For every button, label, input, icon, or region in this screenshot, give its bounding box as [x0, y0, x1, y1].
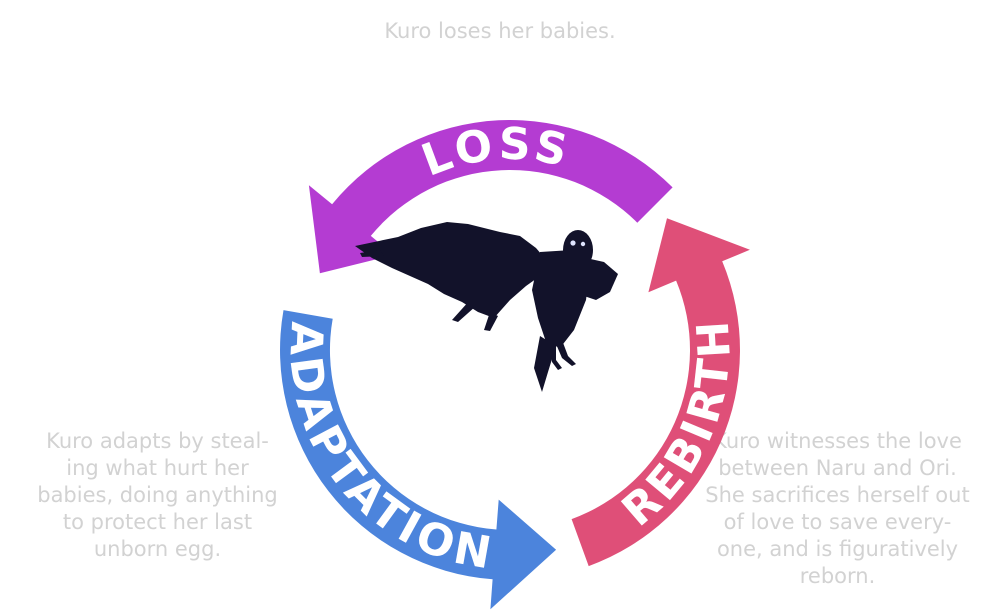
label-rebirth-text: REBIRTH — [613, 316, 737, 537]
caption-line: babies, doing anything — [37, 483, 278, 507]
label-adaptation: ADAPTATION — [279, 320, 498, 580]
caption-rebirth: Kuro witnesses the love between Naru and… — [690, 428, 985, 590]
caption-line: between Naru and Ori. — [718, 456, 957, 480]
caption-line: Kuro adapts by steal- — [46, 429, 269, 453]
arrow-loss — [308, 120, 673, 274]
caption-line: to protect her last — [62, 510, 253, 534]
caption-line: She sacrifices herself out — [705, 483, 970, 507]
caption-line: unborn egg. — [93, 537, 222, 561]
caption-line: Kuro witnesses the love — [713, 429, 962, 453]
owl-bird-silhouette — [355, 222, 618, 392]
caption-adaptation: Kuro adapts by steal- ing what hurt her … — [20, 428, 295, 563]
arc-adaptation: ADAPTATION — [279, 310, 557, 610]
caption-line: ing what hurt her — [66, 456, 249, 480]
caption-loss: Kuro loses her babies. — [330, 18, 670, 45]
caption-line: one, and is figuratively — [716, 537, 959, 561]
label-rebirth: REBIRTH — [613, 316, 741, 537]
caption-line: reborn. — [799, 564, 876, 588]
label-adaptation-text: ADAPTATION — [279, 320, 494, 580]
caption-line: of love to save every- — [723, 510, 952, 534]
arrow-rebirth — [571, 218, 750, 567]
arrow-adaptation — [280, 310, 557, 610]
caption-line: Kuro loses her babies. — [384, 19, 616, 43]
